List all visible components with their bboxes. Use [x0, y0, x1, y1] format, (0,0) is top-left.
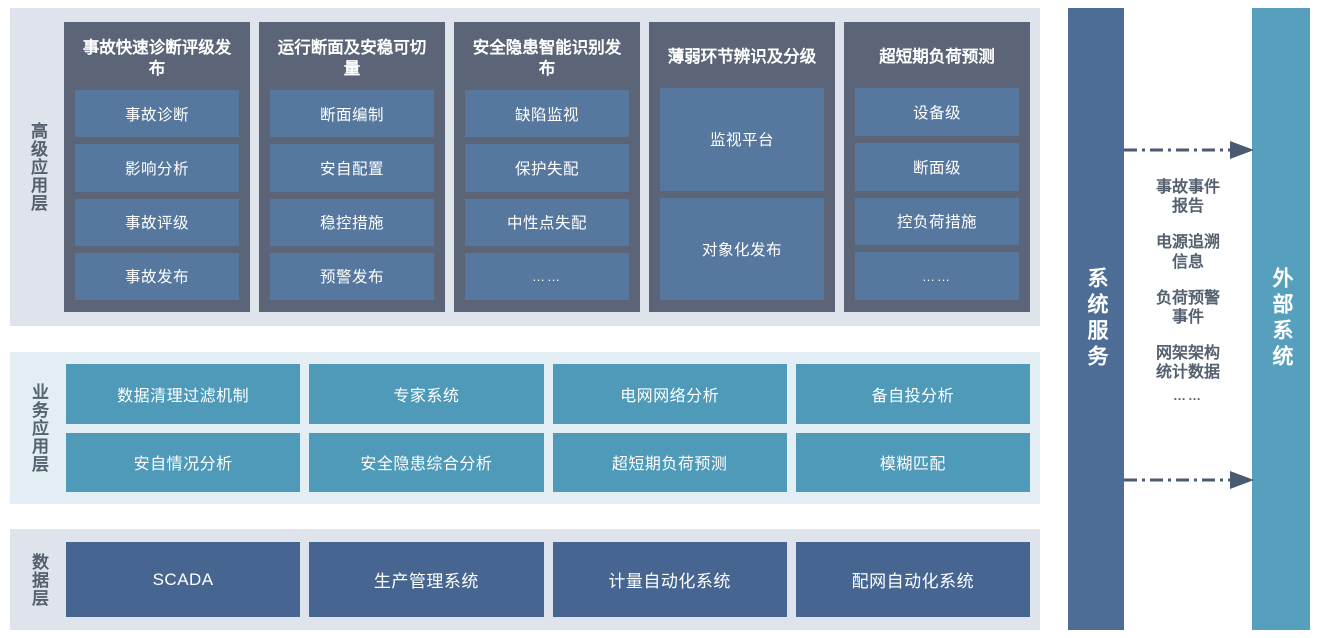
- advanced-item[interactable]: 中性点失配: [465, 198, 629, 246]
- advanced-column-5-items: 设备级 断面级 控负荷措施 ……: [855, 88, 1019, 300]
- flow-arrow-top-icon: [1124, 141, 1254, 159]
- advanced-column-4[interactable]: 薄弱环节辨识及分级 监视平台 对象化发布: [649, 22, 835, 312]
- data-layer: 数据层 SCADA 生产管理系统 计量自动化系统 配网自动化系统: [10, 529, 1040, 630]
- data-layer-items: SCADA 生产管理系统 计量自动化系统 配网自动化系统: [66, 529, 1040, 630]
- business-item[interactable]: 数据清理过滤机制: [66, 364, 301, 424]
- advanced-item[interactable]: 事故评级: [75, 198, 239, 246]
- business-application-layer: 业务应用层 数据清理过滤机制 专家系统 电网网络分析 备自投分析 安自情况分析 …: [10, 352, 1040, 504]
- business-row-1: 数据清理过滤机制 专家系统 电网网络分析 备自投分析: [66, 364, 1030, 424]
- flow-label-ellipsis: ……: [1173, 387, 1203, 403]
- advanced-column-2-title: 运行断面及安稳可切量: [277, 39, 427, 79]
- data-source-item[interactable]: SCADA: [66, 542, 301, 617]
- advanced-layer-columns: 事故快速诊断评级发布 事故诊断 影响分析 事故评级 事故发布 运行断面及安稳可切…: [64, 8, 1040, 326]
- flow-label: 事故事件 报告: [1155, 179, 1220, 216]
- advanced-item[interactable]: 事故发布: [75, 252, 239, 301]
- advanced-item[interactable]: 预警发布: [270, 252, 434, 301]
- external-system-bar[interactable]: 外部系统: [1252, 8, 1310, 630]
- business-row-2: 安自情况分析 安全隐患综合分析 超短期负荷预测 模糊匹配: [66, 432, 1030, 492]
- business-layer-label: 业务应用层: [29, 383, 49, 473]
- advanced-column-3-items: 缺陷监视 保护失配 中性点失配 ……: [465, 90, 629, 301]
- data-layer-label: 数据层: [29, 552, 49, 607]
- data-source-item[interactable]: 配网自动化系统: [795, 542, 1030, 617]
- advanced-item[interactable]: 稳控措施: [270, 198, 434, 246]
- business-item[interactable]: 电网网络分析: [552, 364, 787, 424]
- business-item[interactable]: 安全隐患综合分析: [309, 432, 544, 492]
- advanced-column-2[interactable]: 运行断面及安稳可切量 断面编制 安自配置 稳控措施 预警发布: [259, 22, 445, 312]
- business-item[interactable]: 超短期负荷预测: [552, 432, 787, 492]
- advanced-column-2-items: 断面编制 安自配置 稳控措施 预警发布: [270, 90, 434, 301]
- advanced-item-ellipsis[interactable]: ……: [855, 252, 1019, 300]
- advanced-item[interactable]: 对象化发布: [660, 197, 824, 300]
- business-layer-rows: 数据清理过滤机制 专家系统 电网网络分析 备自投分析 安自情况分析 安全隐患综合…: [66, 352, 1040, 504]
- flow-arrow-bottom-icon: [1124, 471, 1254, 489]
- business-item[interactable]: 专家系统: [309, 364, 544, 424]
- advanced-application-layer: 高级应用层 事故快速诊断评级发布 事故诊断 影响分析 事故评级 事故发布 运行断…: [10, 8, 1040, 326]
- advanced-item[interactable]: 设备级: [855, 88, 1019, 136]
- flow-label-group: 事故事件 报告 电源追溯 信息 负荷预警 事件 网架架构 统计数据 ……: [1128, 178, 1248, 468]
- business-item[interactable]: 安自情况分析: [66, 432, 301, 492]
- flow-label: 电源追溯 信息: [1155, 234, 1220, 271]
- advanced-item[interactable]: 断面编制: [270, 90, 434, 138]
- advanced-column-4-title: 薄弱环节辨识及分级: [667, 48, 817, 67]
- business-item[interactable]: 备自投分析: [795, 364, 1030, 424]
- data-source-item[interactable]: 生产管理系统: [309, 542, 544, 617]
- advanced-layer-label: 高级应用层: [28, 122, 48, 212]
- advanced-column-5[interactable]: 超短期负荷预测 设备级 断面级 控负荷措施 ……: [844, 22, 1030, 312]
- advanced-column-1-title: 事故快速诊断评级发布: [82, 39, 232, 79]
- advanced-column-3[interactable]: 安全隐患智能识别发布 缺陷监视 保护失配 中性点失配 ……: [454, 22, 640, 312]
- system-service-bar[interactable]: 系统服务: [1068, 8, 1124, 630]
- advanced-column-1[interactable]: 事故快速诊断评级发布 事故诊断 影响分析 事故评级 事故发布: [64, 22, 250, 312]
- external-system-label: 外部系统: [1270, 267, 1293, 371]
- business-item[interactable]: 模糊匹配: [795, 432, 1030, 492]
- advanced-item[interactable]: 缺陷监视: [465, 90, 629, 138]
- flow-label: 负荷预警 事件: [1155, 289, 1220, 326]
- advanced-item[interactable]: 断面级: [855, 142, 1019, 191]
- advanced-item[interactable]: 影响分析: [75, 144, 239, 192]
- flow-label: 网架架构 统计数据: [1155, 345, 1220, 382]
- advanced-column-3-title: 安全隐患智能识别发布: [472, 39, 622, 79]
- advanced-item[interactable]: 保护失配: [465, 144, 629, 192]
- advanced-item[interactable]: 事故诊断: [75, 90, 239, 138]
- advanced-column-4-items: 监视平台 对象化发布: [660, 88, 824, 300]
- advanced-item[interactable]: 安自配置: [270, 144, 434, 192]
- advanced-item-ellipsis[interactable]: ……: [465, 252, 629, 301]
- advanced-item[interactable]: 监视平台: [660, 88, 824, 191]
- advanced-column-5-title: 超短期负荷预测: [879, 48, 995, 67]
- data-source-item[interactable]: 计量自动化系统: [552, 542, 787, 617]
- system-service-label: 系统服务: [1085, 267, 1108, 371]
- advanced-column-1-items: 事故诊断 影响分析 事故评级 事故发布: [75, 90, 239, 301]
- advanced-item[interactable]: 控负荷措施: [855, 197, 1019, 246]
